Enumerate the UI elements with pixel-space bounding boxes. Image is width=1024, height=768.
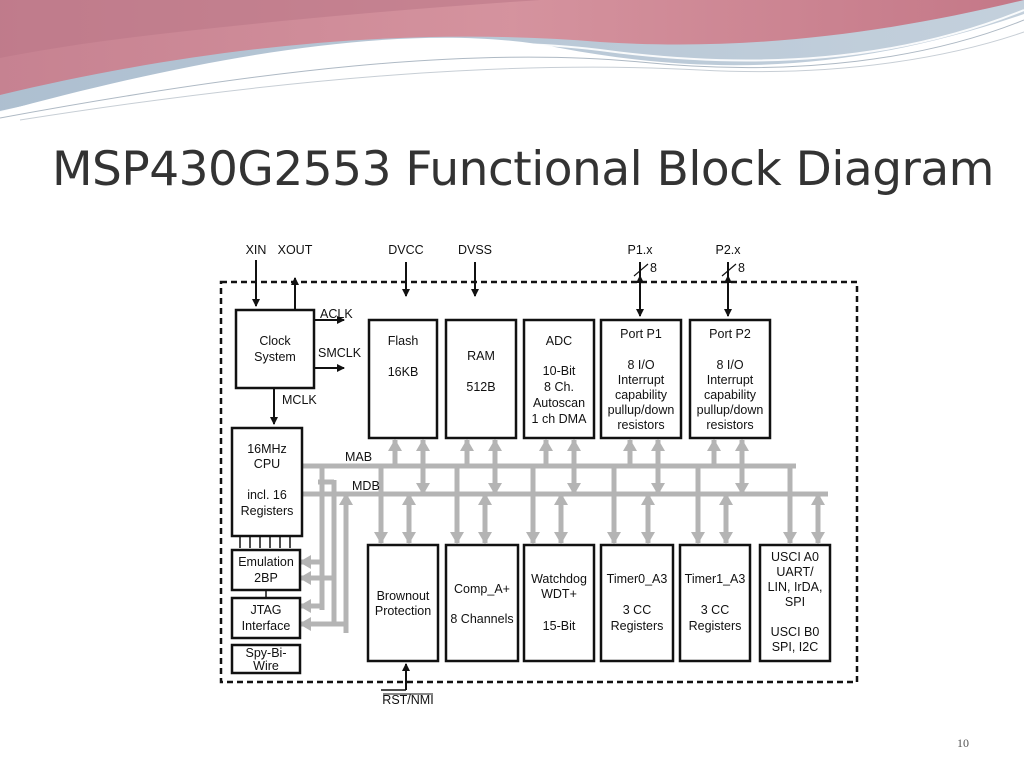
pin-p2-label: P2.x [715,243,741,257]
watchdog-line: WDT+ [541,587,577,601]
timer0-line: 3 CC [623,603,651,617]
spy-bi-wire-line: Wire [253,659,279,673]
port-p2-line: resistors [706,418,753,432]
port-p1-line: 8 I/O [627,358,654,372]
port-p1-line: Interrupt [618,373,665,387]
chip-boundary [219,280,859,684]
timer0-line: Timer0_A3 [607,572,668,586]
header-wave-decoration [0,0,1024,121]
ram-block: RAM 512B [444,318,518,440]
mab-label: MAB [345,450,372,464]
adc-line: 8 Ch. [544,380,574,394]
pin-xout-label: XOUT [278,243,313,257]
cpu-line: 16MHz [247,442,287,456]
page-number: 10 [957,736,969,750]
mdb-label: MDB [352,479,380,493]
p1-bus-width: 8 [650,261,657,275]
functional-block-diagram: Clock System Flash 16KB RAM 512B ADC 10-… [219,243,859,707]
emulation-block: Emulation 2BP [230,548,302,592]
watchdog-line: Watchdog [531,572,587,586]
emulation-line: 2BP [254,571,278,585]
pin-p1-label: P1.x [627,243,653,257]
usci-line: SPI [785,595,805,609]
usci-line: LIN, IrDA, [768,580,823,594]
pin-xin-label: XIN [246,243,267,257]
spy-bi-wire-line: Spy-Bi- [246,646,287,660]
port-p2-line: Port P2 [709,327,751,341]
usci-line: UART/ [776,565,814,579]
p2-bus-width: 8 [738,261,745,275]
clock-system-block: Clock System [234,308,316,390]
port-p1-line: pullup/down [608,403,675,417]
port-p2-line: 8 I/O [716,358,743,372]
usci-block: USCI A0 UART/ LIN, IrDA, SPI USCI B0 SPI… [758,543,832,663]
cpu-line: Registers [241,504,294,518]
port-p1-line: resistors [617,418,664,432]
port-p2-line: pullup/down [697,403,764,417]
spy-bi-wire-block: Spy-Bi- Wire [230,643,302,675]
flash-line: Flash [388,334,419,348]
usci-line: USCI A0 [771,550,819,564]
cpu-block: 16MHz CPU incl. 16 Registers [230,426,304,538]
port-p2-block: Port P2 8 I/O Interrupt capability pullu… [688,318,772,440]
mclk-label: MCLK [282,393,317,407]
port-p1-line: capability [615,388,668,402]
usci-line: SPI, I2C [772,640,819,654]
pin-dvss-label: DVSS [458,243,492,257]
timer1-line: Registers [689,619,742,633]
jtag-line: JTAG [250,603,281,617]
flash-block: Flash 16KB [367,318,439,440]
timer0-block: Timer0_A3 3 CC Registers [599,543,675,663]
port-p1-line: Port P1 [620,327,662,341]
port-p1-block: Port P1 8 I/O Interrupt capability pullu… [599,318,683,440]
timer1-line: 3 CC [701,603,729,617]
adc-line: 1 ch DMA [532,412,588,426]
bus-lines [299,439,828,633]
brownout-line: Protection [375,604,431,618]
emulation-line: Emulation [238,555,294,569]
brownout-block: Brownout Protection [366,543,440,663]
adc-line: 10-Bit [543,364,576,378]
timer1-line: Timer1_A3 [685,572,746,586]
brownout-line: Brownout [377,589,430,603]
adc-line: ADC [546,334,572,348]
adc-block: ADC 10-Bit 8 Ch. Autoscan 1 ch DMA [522,318,596,440]
watchdog-line: 15-Bit [543,619,576,633]
flash-line: 16KB [388,365,419,379]
jtag-line: Interface [242,619,291,633]
port-p2-line: capability [704,388,757,402]
slide-title: MSP430G2553 Functional Block Diagram [52,142,994,197]
clock-system-line: System [254,350,296,364]
watchdog-block: Watchdog WDT+ 15-Bit [522,543,596,663]
ram-line: RAM [467,349,495,363]
comp-a-line: 8 Channels [450,612,513,626]
adc-line: Autoscan [533,396,585,410]
smclk-label: SMCLK [318,346,362,360]
cpu-pins [239,536,291,548]
pin-dvcc-label: DVCC [388,243,423,257]
comp-a-block: Comp_A+ 8 Channels [444,543,520,663]
aclk-label: ACLK [320,307,353,321]
timer0-line: Registers [611,619,664,633]
cpu-line: incl. 16 [247,488,287,502]
port-p2-line: Interrupt [707,373,754,387]
pin-connections [252,260,737,691]
cpu-line: CPU [254,457,280,471]
ram-line: 512B [466,380,495,394]
comp-a-line: Comp_A+ [454,582,510,596]
pin-rst-nmi-label: RST/NMI [382,693,433,707]
usci-line: USCI B0 [771,625,820,639]
jtag-block: JTAG Interface [230,596,302,640]
timer1-block: Timer1_A3 3 CC Registers [678,543,752,663]
clock-system-line: Clock [259,334,291,348]
